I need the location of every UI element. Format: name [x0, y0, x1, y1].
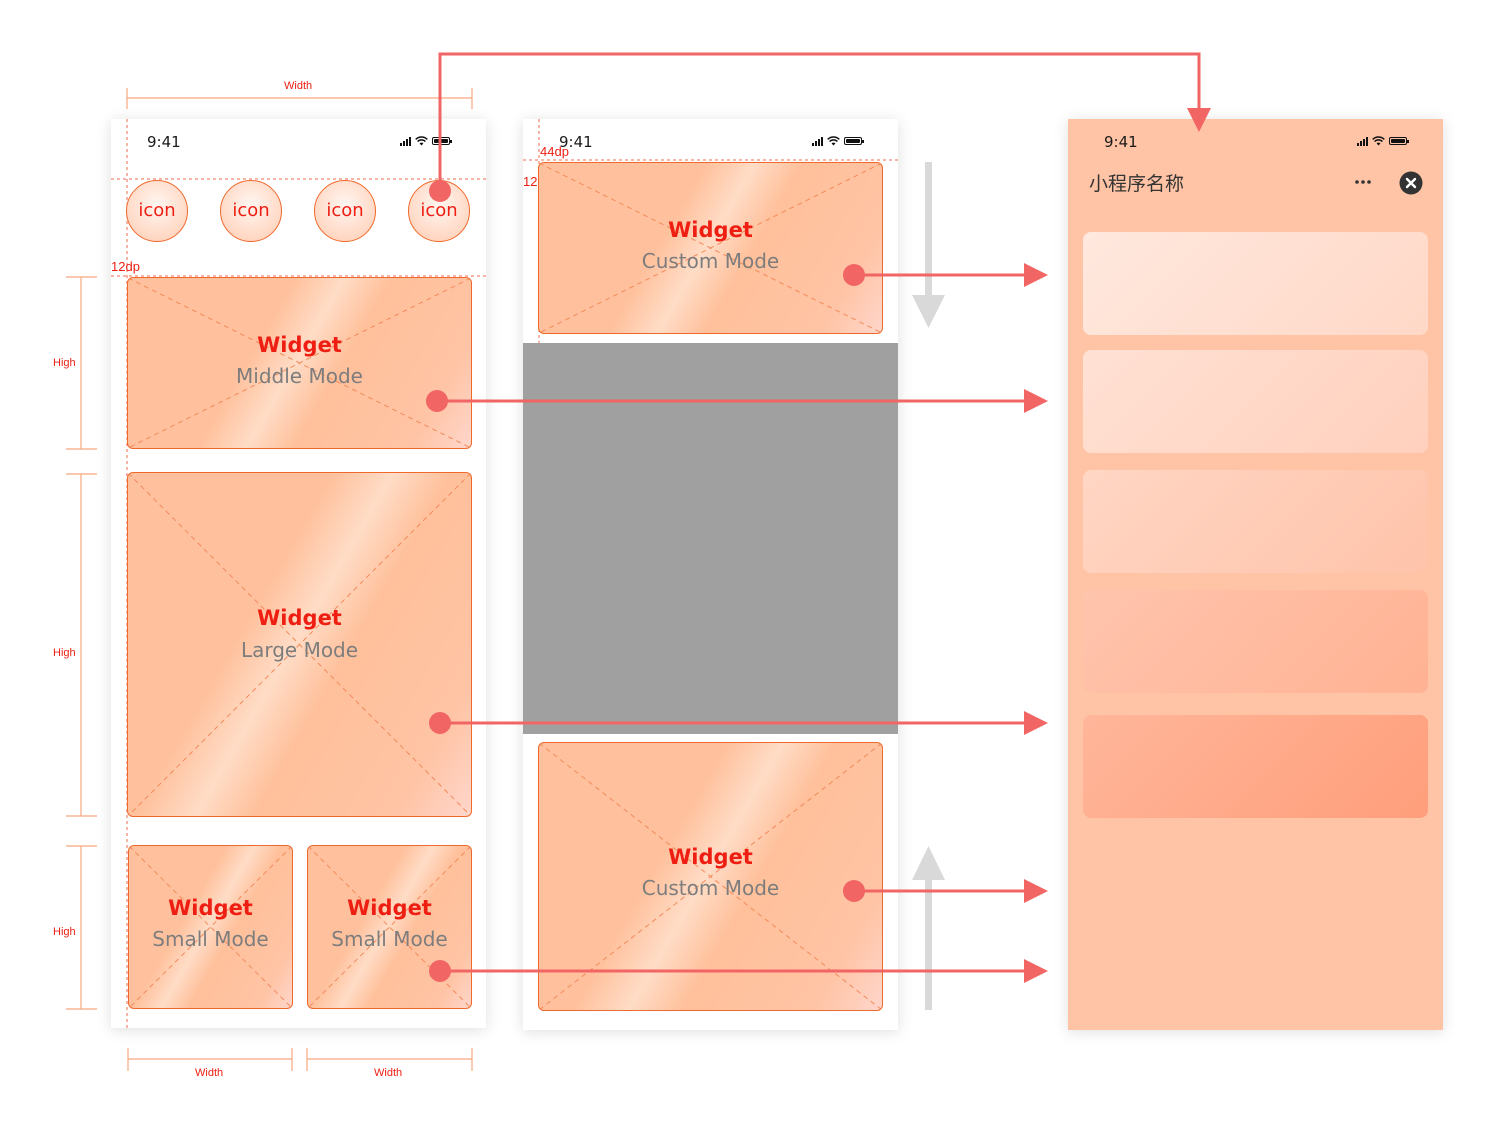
widget-mode: Large Mode — [240, 638, 359, 662]
status-time: 9:41 — [1104, 133, 1138, 151]
battery-icon — [844, 137, 864, 145]
status-icons — [812, 136, 864, 146]
placeholder-cross — [128, 473, 471, 816]
status-time: 9:41 — [147, 133, 181, 151]
status-time: 9:41 — [559, 133, 593, 151]
widget-mode: Small Mode — [331, 927, 448, 951]
overlay-mask — [523, 343, 898, 734]
widget-mode: Custom Mode — [641, 249, 780, 273]
widget-title: Widget — [347, 896, 432, 920]
signal-icon — [400, 136, 411, 146]
signal-icon — [812, 136, 823, 146]
battery-icon — [1389, 137, 1409, 145]
widget-card-3[interactable] — [1083, 470, 1428, 573]
app-icon-2[interactable]: icon — [220, 180, 282, 242]
miniapp-title: 小程序名称 — [1089, 173, 1185, 195]
widget-title: Widget — [257, 333, 342, 357]
app-icon-3[interactable]: icon — [314, 180, 376, 242]
high-label-2: High — [53, 647, 76, 659]
more-dots-icon[interactable] — [1354, 179, 1372, 185]
widget-mode: Middle Mode — [236, 364, 363, 388]
placeholder-cross — [539, 743, 882, 1010]
widget-card-2[interactable] — [1083, 350, 1428, 453]
arrow-icons-to-miniapp — [438, 52, 1201, 191]
widget-small-mode-left[interactable]: Widget Small Mode — [128, 845, 293, 1009]
width-label-bottom-right: Width — [374, 1067, 403, 1079]
wifi-icon — [415, 136, 428, 146]
widget-custom-mode-top[interactable]: Widget Custom Mode — [538, 162, 883, 334]
widget-card-1[interactable] — [1083, 232, 1428, 335]
widget-mode: Custom Mode — [641, 876, 780, 900]
widget-card-4[interactable] — [1083, 590, 1428, 693]
width-label-top: Width — [284, 80, 313, 92]
widget-title: Widget — [257, 606, 342, 630]
widget-middle-mode[interactable]: Widget Middle Mode — [127, 277, 472, 449]
close-circle-icon[interactable] — [1399, 171, 1423, 195]
placeholder-cross — [128, 278, 471, 448]
high-label-3: High — [53, 926, 76, 938]
widget-title: Widget — [668, 218, 753, 242]
status-icons — [1357, 136, 1409, 146]
scroll-down-arrow — [912, 162, 945, 328]
wifi-icon — [1372, 136, 1385, 146]
widget-mode: Small Mode — [152, 927, 269, 951]
widget-large-mode[interactable]: Widget Large Mode — [127, 472, 472, 817]
margin-label-44dp: 44dp — [540, 144, 569, 159]
scroll-up-arrow — [912, 846, 945, 1010]
widget-small-mode-right[interactable]: Widget Small Mode — [307, 845, 472, 1009]
placeholder-cross — [129, 846, 292, 1008]
widget-card-5[interactable] — [1083, 715, 1428, 818]
high-label-1: High — [53, 357, 76, 369]
width-label-bottom-left: Width — [195, 1067, 224, 1079]
wifi-icon — [827, 136, 840, 146]
app-icon-1[interactable]: icon — [126, 180, 188, 242]
widget-title: Widget — [668, 845, 753, 869]
placeholder-cross — [539, 163, 882, 333]
widget-title: Widget — [168, 896, 253, 920]
margin-label-12dp: 12dp — [111, 259, 140, 274]
signal-icon — [1357, 136, 1368, 146]
widget-custom-mode-bottom[interactable]: Widget Custom Mode — [538, 742, 883, 1011]
